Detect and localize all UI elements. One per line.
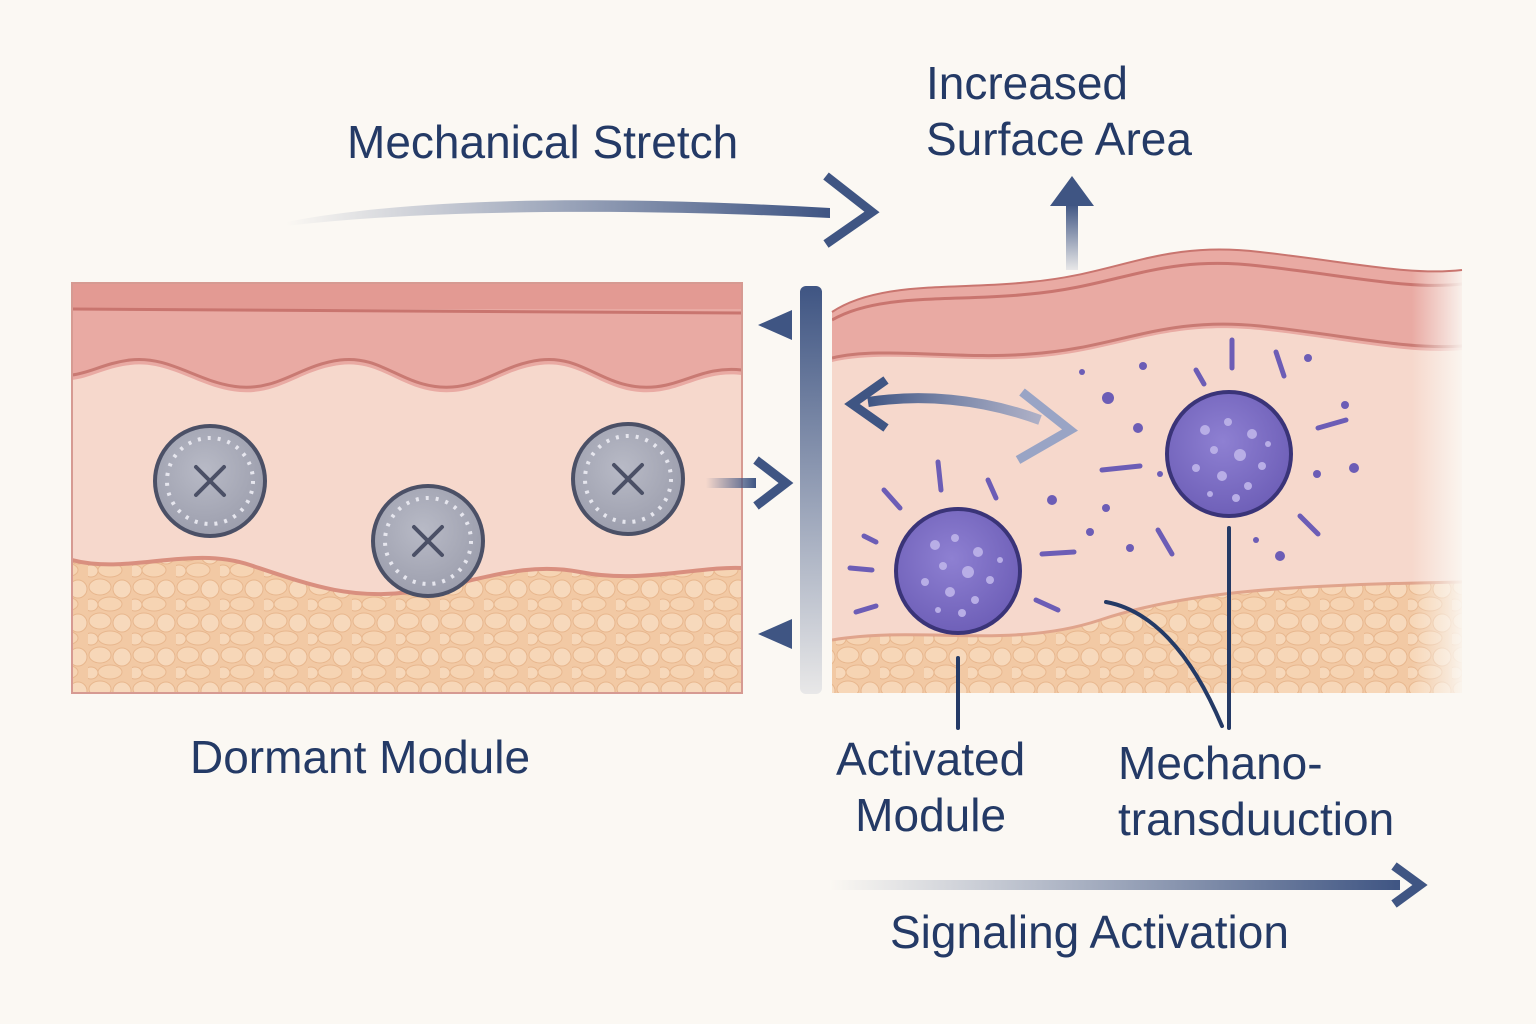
- activated-module-icon: [894, 507, 1022, 635]
- increased-surface-area-line-2: Surface Area: [926, 113, 1192, 166]
- signaling-dashes: [847, 337, 1349, 615]
- mechanical-stretch-label: Mechanical Stretch: [347, 116, 739, 168]
- signaling-particles: [1047, 354, 1359, 561]
- dormant-module-label: Dormant Module: [190, 731, 531, 783]
- fat-layer: [72, 557, 742, 693]
- activated-module-line-1: Activated: [836, 733, 1026, 785]
- dormant-module: [371, 484, 485, 598]
- activated-module-icon: [1165, 390, 1293, 518]
- mechanotransduction-line-2: transduuction: [1118, 793, 1395, 846]
- signaling-activation-label: Signaling Activation: [890, 906, 1289, 958]
- surface-area-up-arrow: [1050, 176, 1094, 270]
- dormant-module: [571, 422, 685, 536]
- push-arrow: [706, 456, 794, 510]
- mechanotransduction-line-1: Mechano-: [1118, 737, 1323, 789]
- increased-surface-area-label: Increased Surface Area: [926, 55, 1192, 167]
- activated-module-label: Activated Module: [836, 731, 1025, 843]
- dormant-module: [153, 424, 267, 538]
- dormant-module-x-icon: [194, 465, 226, 497]
- mechanotransduction-label: Mechano- transduuction: [1118, 735, 1394, 847]
- activated-module-line-2: Module: [855, 789, 1007, 842]
- callout-lines: [956, 526, 1231, 730]
- stretch-divider-bar: [758, 286, 822, 694]
- increased-surface-area-line-1: Increased: [926, 57, 1129, 109]
- mechanical-stretch-arrow: [286, 172, 880, 248]
- dormant-module-x-icon: [612, 463, 644, 495]
- dormant-module-x-icon: [412, 525, 444, 557]
- bidirectional-stretch-arrow: [844, 376, 1078, 464]
- signaling-activation-arrow: [830, 862, 1428, 908]
